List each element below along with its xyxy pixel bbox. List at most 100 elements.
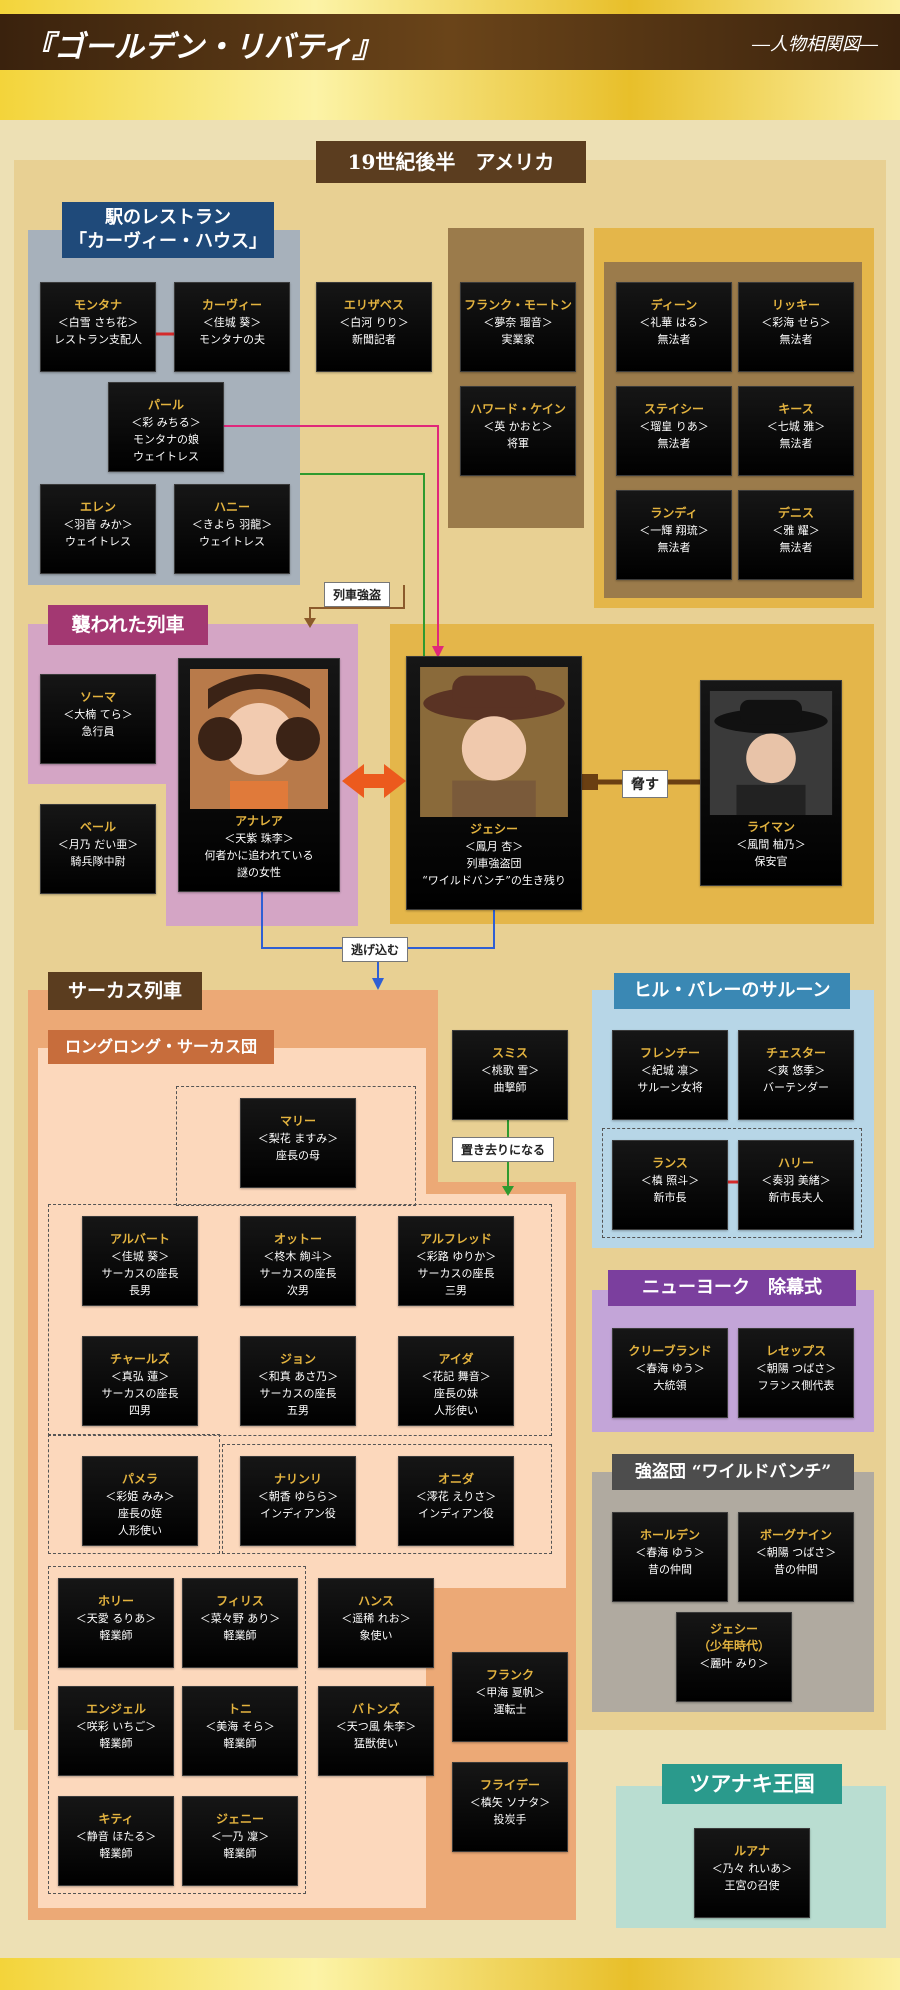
character-card-smith[interactable]: スミス＜桃歌 雪＞曲撃師 (452, 1030, 568, 1120)
acrobat-group (48, 1566, 306, 1894)
character-card-fletcher[interactable]: フレンチー＜紀城 凛＞サルーン女将 (612, 1030, 728, 1120)
char-name: リッキー (771, 298, 820, 312)
char-role: 無法者 (779, 333, 813, 346)
character-card-ellen[interactable]: エレン＜羽音 みか＞ウェイトレス (40, 484, 156, 574)
character-card-ida[interactable]: アイダ＜花記 舞音＞座長の妹 人形使い (398, 1336, 514, 1426)
char-actor: ＜礼華 はる＞ (639, 316, 709, 329)
char-actor: ＜朝陽 つばさ＞ (755, 1546, 837, 1559)
character-card-lyman[interactable]: ライマン ＜風間 柚乃＞ 保安官 (700, 680, 842, 886)
character-card-harry[interactable]: ハリー＜奏羽 美緒＞新市長夫人 (738, 1140, 854, 1230)
character-card-lesseps[interactable]: レセップス＜朝陽 つばさ＞フランス側代表 (738, 1328, 854, 1418)
char-name: ジェシー （少年時代） (697, 1622, 770, 1653)
char-role: 実業家 (501, 333, 535, 346)
character-card-holly[interactable]: ホリー＜天愛 るりあ＞軽業師 (58, 1578, 174, 1668)
char-role: 象使い (359, 1629, 393, 1642)
character-card-holden[interactable]: ホールデン＜春海 ゆう＞昔の仲間 (612, 1512, 728, 1602)
character-card-borgnine[interactable]: ボーグナイン＜朝陽 つばさ＞昔の仲間 (738, 1512, 854, 1602)
character-card-kitty[interactable]: キティ＜静音 ほたる＞軽業師 (58, 1796, 174, 1886)
char-actor: ＜美海 そら＞ (205, 1720, 275, 1733)
char-role: 無法者 (657, 333, 691, 346)
char-actor: ＜槙矢 ソナタ＞ (469, 1796, 551, 1809)
character-card-bell[interactable]: ベール＜月乃 だい亜＞騎兵隊中尉 (40, 804, 156, 894)
char-name: クリーブランド (628, 1344, 712, 1358)
char-actor: ＜花記 舞音＞ (421, 1370, 491, 1383)
character-card-hans[interactable]: ハンス＜遥稀 れお＞象使い (318, 1578, 434, 1668)
char-name: オットー (273, 1232, 322, 1246)
char-actor: ＜一乃 凜＞ (210, 1830, 270, 1843)
char-name: ジョン (279, 1352, 316, 1366)
character-card-angel[interactable]: エンジェル＜咲彩 いちご＞軽業師 (58, 1686, 174, 1776)
char-actor: ＜彩姫 みみ＞ (105, 1490, 175, 1503)
character-card-john[interactable]: ジョン＜和真 あさ乃＞サーカスの座長 五男 (240, 1336, 356, 1426)
char-actor: ＜雅 耀＞ (772, 524, 820, 537)
double-arrow (342, 764, 406, 798)
character-card-pamela[interactable]: パメラ＜彩姫 みみ＞座長の姪 人形使い (82, 1456, 198, 1546)
character-card-albert[interactable]: アルバート＜佳城 葵＞サーカスの座長 長男 (82, 1216, 198, 1306)
character-card-otto[interactable]: オットー＜柊木 絢斗＞サーカスの座長 次男 (240, 1216, 356, 1306)
character-card-frank[interactable]: フランク＜甲海 夏帆＞運転士 (452, 1652, 568, 1742)
character-card-soma[interactable]: ソーマ＜大楠 てら＞急行員 (40, 674, 156, 764)
char-name: チェスター (765, 1046, 826, 1060)
character-card-friday[interactable]: フライデー＜槙矢 ソナタ＞投炭手 (452, 1762, 568, 1852)
character-card-keith[interactable]: キース＜七城 雅＞無法者 (738, 386, 854, 476)
character-card-chester[interactable]: チェスター＜爽 悠季＞バーテンダー (738, 1030, 854, 1120)
character-card-narinri[interactable]: ナリンリ＜朝香 ゆらら＞インディアン役 (240, 1456, 356, 1546)
char-role: モンタナの夫 (199, 333, 265, 346)
character-card-ricky[interactable]: リッキー＜彩海 せら＞無法者 (738, 282, 854, 372)
char-actor: ＜瑠皇 りあ＞ (639, 420, 709, 433)
character-card-luana[interactable]: ルアナ＜乃々 れいあ＞王宮の召使 (694, 1828, 810, 1918)
char-role: 何者かに追われている 謎の女性 (204, 849, 314, 879)
character-card-dennis[interactable]: デニス＜雅 耀＞無法者 (738, 490, 854, 580)
character-card-charles[interactable]: チャールズ＜真弘 蓮＞サーカスの座長 四男 (82, 1336, 198, 1426)
character-card-randy[interactable]: ランディ＜一輝 翔琉＞無法者 (616, 490, 732, 580)
character-card-onida[interactable]: オニダ＜澪花 えりさ＞インディアン役 (398, 1456, 514, 1546)
restaurant-header: 駅のレストラン 「カーヴィー・ハウス」 (62, 202, 274, 258)
char-name: パール (147, 398, 184, 412)
char-actor: ＜桃歌 雪＞ (480, 1064, 540, 1077)
char-role: サーカスの座長 長男 (101, 1267, 179, 1297)
character-card-lance[interactable]: ランス＜槙 照斗＞新市長 (612, 1140, 728, 1230)
character-card-mary[interactable]: マリー＜梨花 ますみ＞座長の母 (240, 1098, 356, 1188)
character-card-batons[interactable]: バトンズ＜天つ風 朱李＞猛獣使い (318, 1686, 434, 1776)
leftbehind-label: 置き去りになる (452, 1137, 555, 1162)
character-card-montana[interactable]: モンタナ＜白雪 さち花＞レストラン支配人 (40, 282, 156, 372)
circus-header: ロングロング・サーカス団 (48, 1030, 274, 1064)
character-card-howard[interactable]: ハワード・ケイン＜英 かおと＞将軍 (460, 386, 576, 476)
character-card-elizabeth[interactable]: エリザベス＜白河 りり＞新聞記者 (316, 282, 432, 372)
char-actor: ＜鳳月 杏＞ (464, 840, 524, 853)
char-name: ステイシー (643, 402, 704, 416)
char-name: フランク・モートン (464, 298, 572, 312)
char-name: バトンズ (351, 1702, 401, 1716)
char-name: スミス (491, 1046, 528, 1060)
char-role: 新市長夫人 (768, 1191, 824, 1204)
character-card-frank-m[interactable]: フランク・モートン＜夢奈 瑠音＞実業家 (460, 282, 576, 372)
char-role: 保安官 (754, 855, 788, 868)
char-role: ウェイトレス (65, 535, 131, 548)
character-card-carvey[interactable]: カーヴィー＜佳城 葵＞モンタナの夫 (174, 282, 290, 372)
character-card-jenny[interactable]: ジェニー＜一乃 凜＞軽業師 (182, 1796, 298, 1886)
page-title: 『ゴールデン・リバティ』 (24, 30, 383, 65)
char-name: ボーグナイン (759, 1528, 832, 1542)
character-card-toni[interactable]: トニ＜美海 そら＞軽業師 (182, 1686, 298, 1776)
character-card-dean[interactable]: ディーン＜礼華 はる＞無法者 (616, 282, 732, 372)
character-card-pearl[interactable]: パール＜彩 みちる＞モンタナの娘 ウェイトレス (108, 382, 224, 472)
character-card-jesse[interactable]: ジェシー ＜鳳月 杏＞ 列車強盗団 “ワイルドバンチ”の生き残り (406, 656, 582, 910)
char-role: モンタナの娘 ウェイトレス (133, 433, 199, 463)
char-actor: ＜大楠 てら＞ (63, 708, 133, 721)
char-role: 座長の母 (276, 1149, 320, 1162)
character-card-alfred[interactable]: アルフレッド＜彩路 ゆりか＞サーカスの座長 三男 (398, 1216, 514, 1306)
char-name: チャールズ (110, 1352, 170, 1366)
saloon-header: ヒル・バレーのサルーン (614, 973, 850, 1009)
character-card-phyllis[interactable]: フィリス＜菜々野 あり＞軽業師 (182, 1578, 298, 1668)
character-card-anaria[interactable]: アナレア ＜天紫 珠李＞ 何者かに追われている 謎の女性 (178, 658, 340, 892)
char-role: 軽業師 (99, 1847, 133, 1860)
char-name: ソーマ (79, 690, 116, 704)
char-name: カーヴィー (201, 298, 262, 312)
char-role: 無法者 (779, 541, 813, 554)
character-card-honey[interactable]: ハニー＜きよら 羽龍＞ウェイトレス (174, 484, 290, 574)
character-card-cleveland[interactable]: クリーブランド＜春海 ゆう＞大統領 (612, 1328, 728, 1418)
character-card-jesse-young[interactable]: ジェシー （少年時代）＜麗叶 みり＞ (676, 1612, 792, 1702)
char-role: 列車強盗団 “ワイルドバンチ”の生き残り (422, 857, 566, 887)
industry-panel (448, 228, 584, 528)
character-card-stacy[interactable]: ステイシー＜瑠皇 りあ＞無法者 (616, 386, 732, 476)
